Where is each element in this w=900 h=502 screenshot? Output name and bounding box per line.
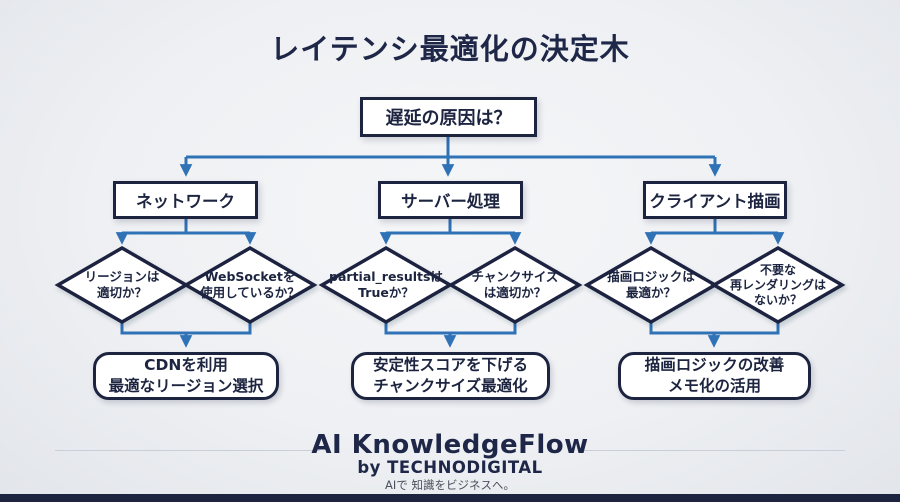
diamond-websocket-shape <box>182 245 318 325</box>
diamond-chunk-size-shape <box>447 245 583 325</box>
action-node-memoization: 描画ロジックの改善 メモ化の活用 <box>618 352 811 400</box>
footer-divider-left <box>55 450 320 451</box>
action-node-chunk-optimize: 安定性スコアを下げる チャンクサイズ最適化 <box>351 352 550 400</box>
question-partial-results: partial_resultsは Trueか？ <box>329 268 443 300</box>
page-title: レイテンシ最適化の決定木 <box>270 32 630 66</box>
branch-node-client-render: クライアント描画 <box>643 181 787 219</box>
question-websocket: WebSocketを 使用しているか？ <box>200 268 300 300</box>
bottom-accent-bar <box>0 494 900 502</box>
brand-tagline: AIで 知識をビジネスへ。 <box>385 478 515 492</box>
question-rerender: 不要な 再レンダリングは ないか？ <box>729 262 826 307</box>
question-chunk-size: チャンクサイズ は適切か？ <box>471 268 559 300</box>
branch-node-network: ネットワーク <box>113 181 258 219</box>
diamond-rerender-shape <box>710 245 846 325</box>
question-region: リージョンは 適切か？ <box>84 268 160 300</box>
question-render-logic: 描画ロジックは 最適か？ <box>607 268 695 300</box>
branch-node-server: サーバー処理 <box>378 181 523 219</box>
action-node-cdn-region: CDNを利用 最適なリージョン選択 <box>93 352 279 400</box>
brand-byline: by TECHNODIGITAL <box>357 458 543 477</box>
footer-divider-right <box>578 450 845 451</box>
root-question-node: 遅延の原因は？ <box>360 97 537 137</box>
brand-title: AI KnowledgeFlow <box>311 430 589 460</box>
